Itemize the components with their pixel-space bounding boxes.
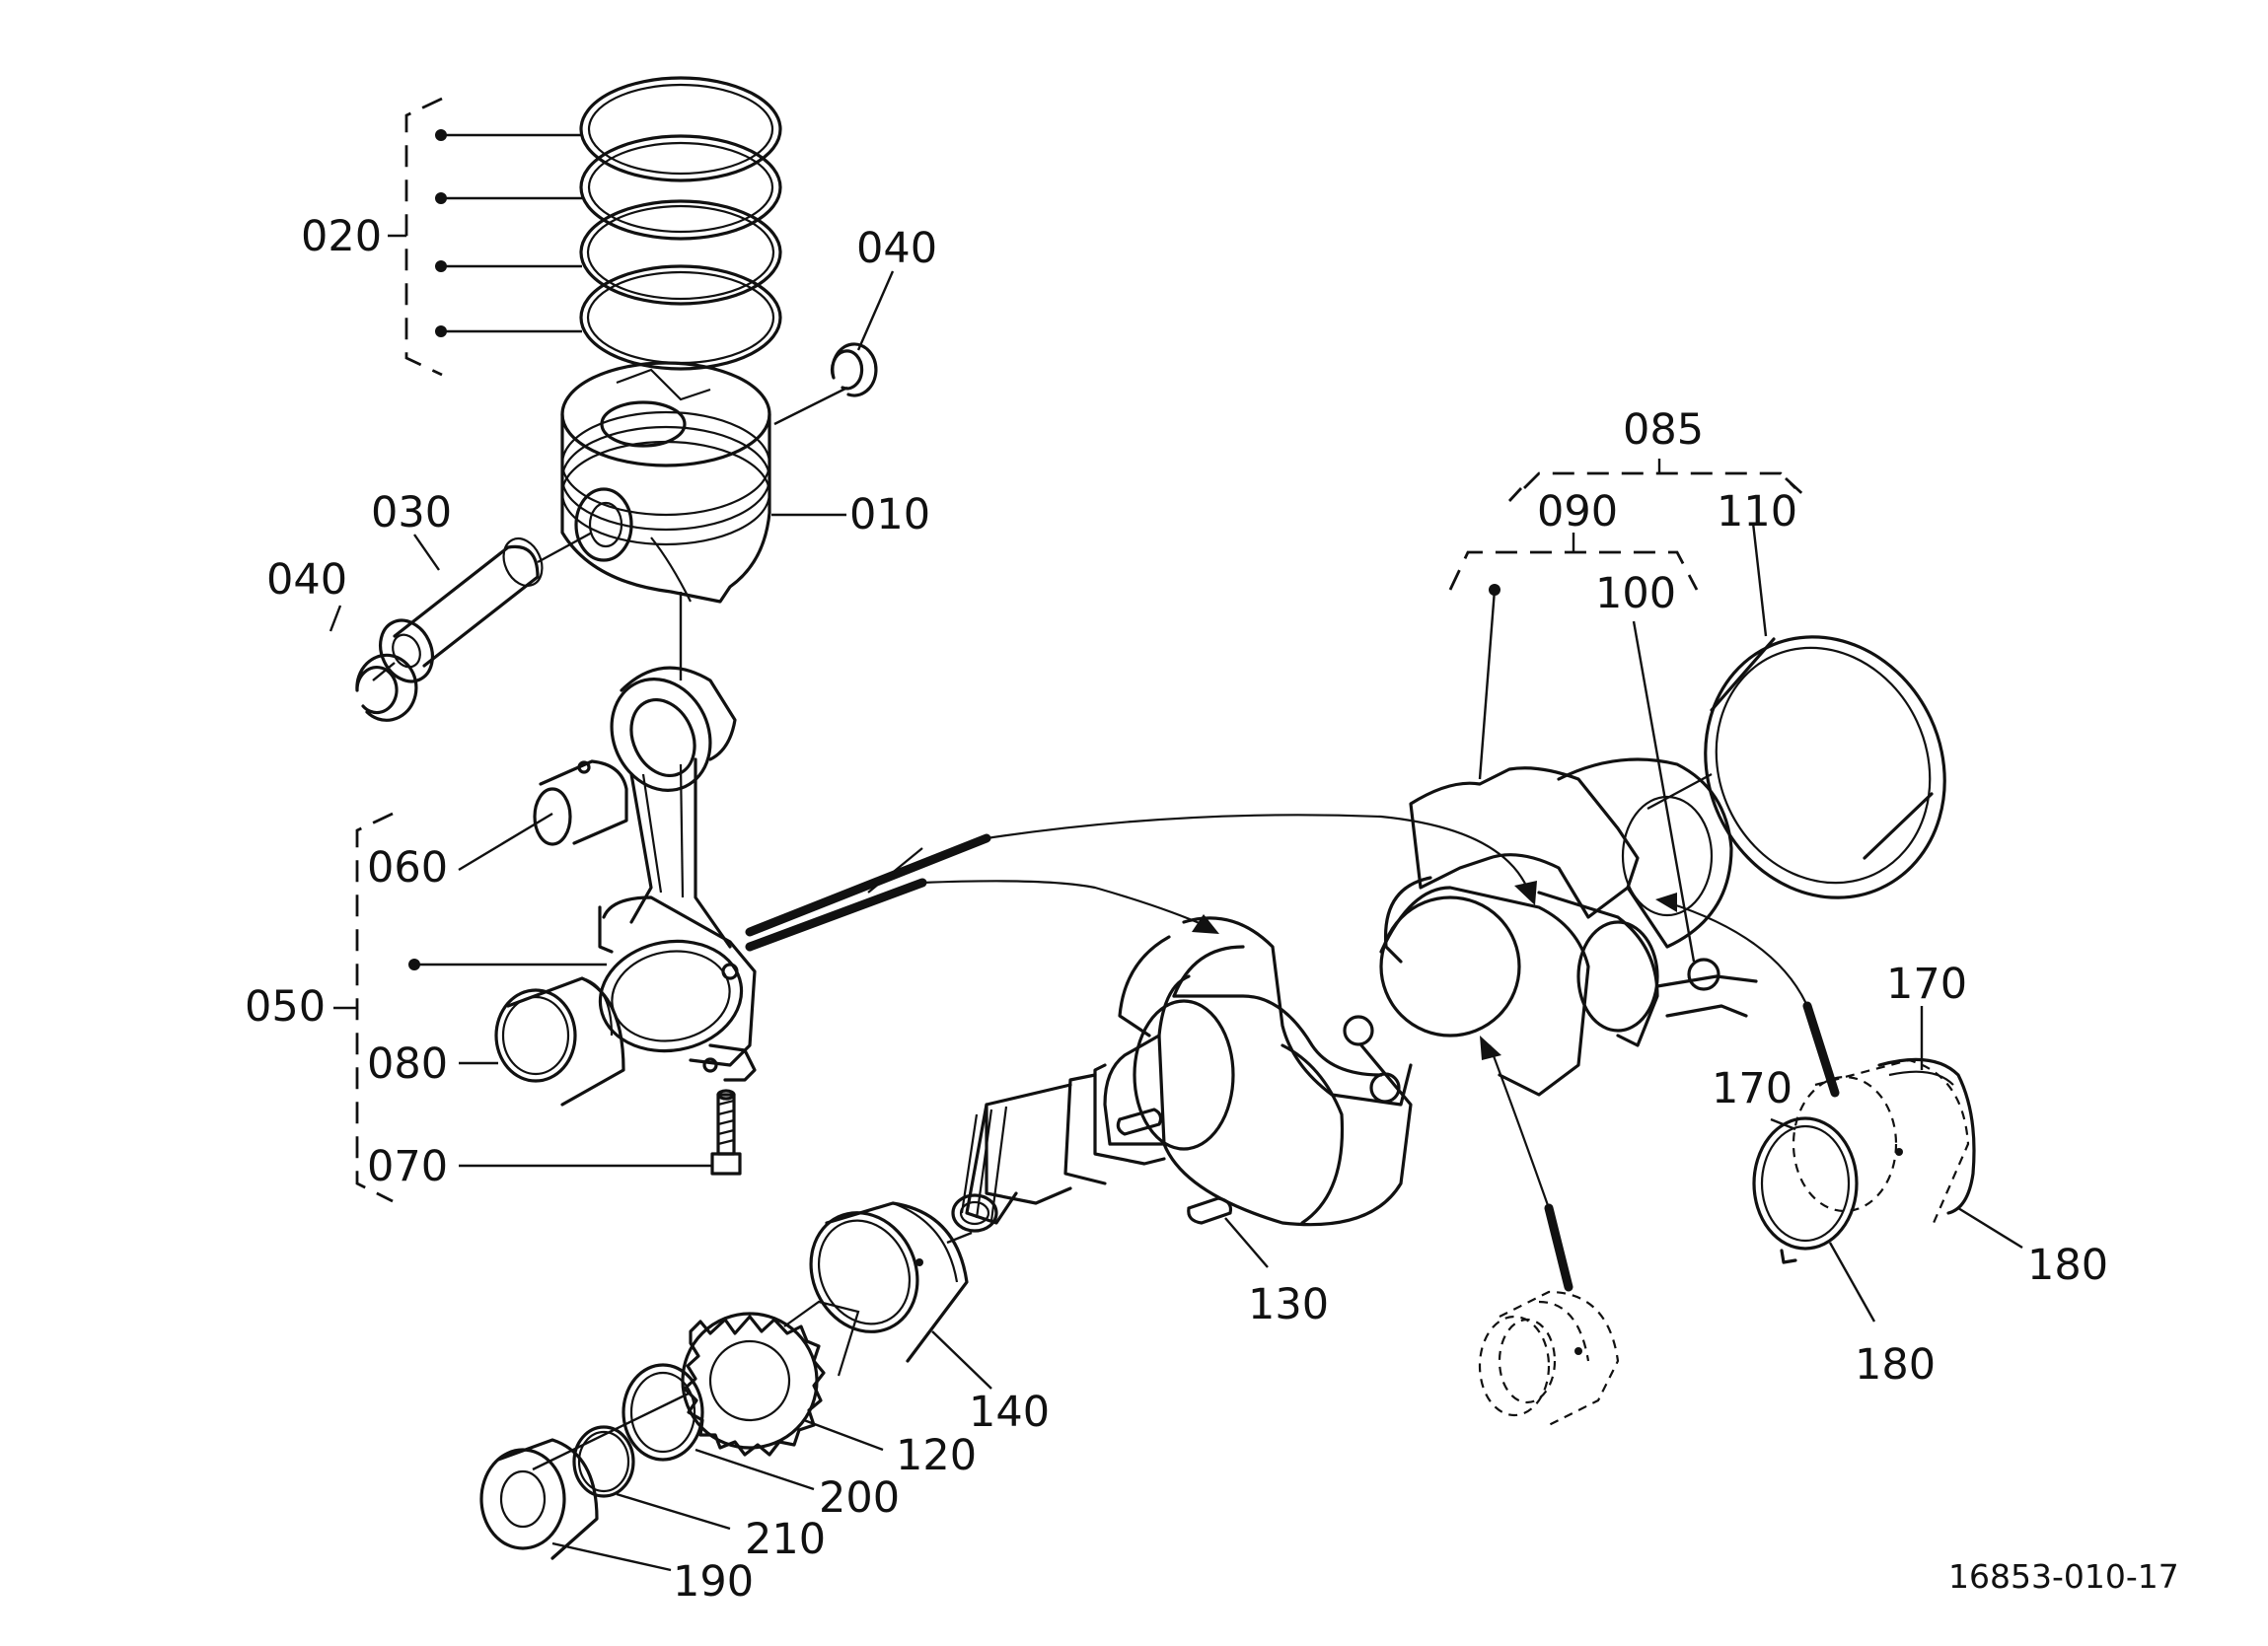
side-bearing-curve bbox=[1666, 900, 1809, 1007]
label-085: 085 bbox=[1623, 405, 1704, 455]
collar-leader bbox=[551, 1541, 672, 1572]
piston bbox=[560, 361, 771, 604]
washer bbox=[572, 1425, 635, 1498]
gear-leader bbox=[803, 1418, 884, 1452]
plug-ball bbox=[1687, 958, 1720, 991]
bearing-end-leader bbox=[931, 1330, 992, 1390]
label-120: 120 bbox=[896, 1431, 977, 1480]
crankshaft bbox=[951, 757, 1758, 1233]
side-bearing-arrow bbox=[1802, 1001, 1840, 1098]
center-bearing-dotted bbox=[1478, 1290, 1620, 1426]
conrod-to-crank-arrows bbox=[745, 814, 1537, 952]
key-leader bbox=[1224, 1217, 1269, 1268]
washer-leader bbox=[616, 1492, 731, 1531]
piston-pin bbox=[379, 537, 544, 683]
key bbox=[1187, 1196, 1233, 1225]
label-180-lower: 180 bbox=[1855, 1340, 1936, 1390]
piston-ring-set bbox=[579, 76, 782, 371]
label-040-upper: 040 bbox=[856, 224, 937, 273]
thrust-bearing-right bbox=[1877, 1057, 1976, 1215]
crankshaft-bearing-front bbox=[1704, 635, 1946, 899]
piston-pin-leader bbox=[413, 534, 440, 571]
label-140: 140 bbox=[969, 1388, 1050, 1437]
side-bearing-dotted bbox=[1792, 1058, 1970, 1224]
center-bearing-arrowhead bbox=[1480, 1036, 1501, 1060]
collar bbox=[479, 1438, 599, 1560]
crank-set-bracket bbox=[1448, 533, 1699, 780]
ring-set-bracket bbox=[388, 97, 582, 377]
label-110: 110 bbox=[1717, 487, 1797, 537]
label-030: 030 bbox=[371, 488, 452, 537]
snap-ring-left bbox=[355, 653, 418, 722]
conrod-bracket bbox=[333, 812, 607, 1203]
snap-ring-upper-leader bbox=[773, 386, 848, 426]
rod-bolt bbox=[710, 1089, 742, 1176]
thrust-bearing-left bbox=[1752, 1116, 1859, 1264]
bearing-front-leader bbox=[1751, 522, 1768, 637]
side-bearing-arrowhead bbox=[1655, 893, 1677, 912]
crankshaft-bearing-end bbox=[809, 1201, 969, 1363]
o-ring bbox=[622, 1363, 704, 1462]
label-040-left: 040 bbox=[266, 555, 347, 605]
label-170-lower: 170 bbox=[1712, 1064, 1792, 1113]
label-170-upper: 170 bbox=[1886, 960, 1967, 1009]
label-070: 070 bbox=[367, 1142, 448, 1191]
snap-ring-upper bbox=[831, 342, 878, 397]
small-end-bushing bbox=[533, 759, 628, 846]
pin-to-piston-line bbox=[537, 531, 593, 564]
label-130: 130 bbox=[1248, 1280, 1329, 1329]
o-ring-leader bbox=[695, 1448, 815, 1491]
connecting-rod bbox=[598, 666, 757, 1082]
plug-ball-leader bbox=[1632, 620, 1696, 963]
label-010: 010 bbox=[849, 490, 930, 539]
thrust-bearing-lower-leader bbox=[1828, 1242, 1876, 1323]
label-190: 190 bbox=[673, 1557, 754, 1607]
label-050: 050 bbox=[245, 982, 326, 1032]
side-bearing-lower-leader bbox=[1770, 1117, 1796, 1131]
thrust-bearing-right-leader bbox=[1957, 1206, 2023, 1250]
snap-ring-upper-leader-2 bbox=[856, 270, 895, 351]
snap-ring-left-leader bbox=[329, 605, 342, 632]
bearing-end-axis bbox=[946, 1231, 973, 1245]
label-210: 210 bbox=[745, 1515, 826, 1564]
label-060: 060 bbox=[367, 843, 448, 893]
label-080: 080 bbox=[367, 1039, 448, 1089]
label-100: 100 bbox=[1595, 569, 1676, 618]
label-200: 200 bbox=[819, 1473, 900, 1523]
collar-axis bbox=[532, 1391, 692, 1471]
reference-number: 16853-010-17 bbox=[1948, 1557, 2179, 1596]
center-bearing-curve bbox=[1488, 1044, 1551, 1209]
label-020: 020 bbox=[301, 212, 382, 261]
crankpin-bearing bbox=[494, 976, 625, 1107]
label-090: 090 bbox=[1537, 487, 1618, 537]
center-bearing-arrow bbox=[1544, 1203, 1573, 1292]
bushing-leader bbox=[458, 812, 553, 872]
crank-assy-bracket bbox=[1507, 459, 1811, 503]
callout-labels: 020 040 010 030 040 060 050 080 070 085 … bbox=[245, 212, 2179, 1607]
pin-to-snap-line bbox=[372, 662, 396, 681]
bearing-to-crank-line bbox=[1646, 772, 1713, 811]
label-180-right: 180 bbox=[2027, 1241, 2108, 1290]
